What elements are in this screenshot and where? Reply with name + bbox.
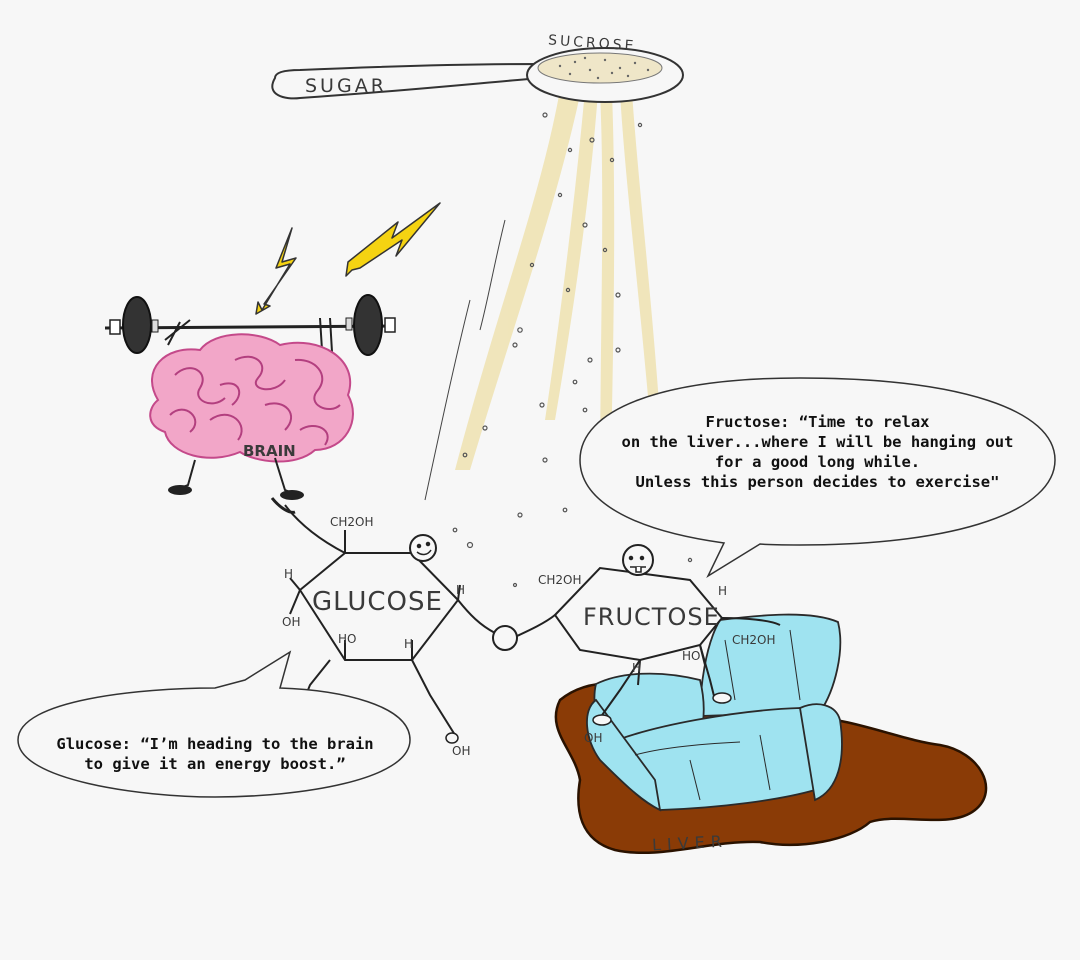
fructose-ch2oh-top: CH2OH xyxy=(538,573,582,587)
glucose-speech-line: Glucose: “I’m heading to the brain xyxy=(56,735,374,753)
barbell xyxy=(104,294,396,356)
fructose-labels: FRUCTOSE CH2OH H CH2OH H HO OH xyxy=(538,573,776,745)
lightning-bolt-icon xyxy=(255,202,441,315)
glucose-face xyxy=(416,541,432,556)
fructose-speech-line: Fructose: “Time to relax xyxy=(705,413,930,431)
glucose-speech-text: Glucose: “I’m heading to the brain to gi… xyxy=(30,734,400,774)
fructose-ch2oh-right: CH2OH xyxy=(732,633,776,647)
stream-strokes xyxy=(424,219,506,501)
fructose-label: FRUCTOSE xyxy=(583,603,720,631)
spoon-handle-label: SUGAR xyxy=(305,75,387,97)
fructose-speech-line: for a good long while. xyxy=(714,453,921,471)
sugar-stream xyxy=(455,90,660,500)
glucose-oh-left: OH xyxy=(282,615,300,629)
fructose-speech-text: Fructose: “Time to relax on the liver...… xyxy=(585,412,1050,492)
glucose-ch2oh: CH2OH xyxy=(330,515,374,529)
brain-label: BRAIN xyxy=(243,442,296,460)
fructose-face xyxy=(628,555,646,573)
glucose-speech-bubble xyxy=(17,650,411,798)
couch xyxy=(586,613,843,812)
glucose-molecule xyxy=(270,497,556,736)
fructose-h-bottom: H xyxy=(632,661,641,675)
glucose-speech-line: to give it an energy boost.” xyxy=(84,755,346,773)
glucose-h-right: H xyxy=(456,583,465,597)
glucose-h-left: H xyxy=(284,567,293,581)
fructose-speech-bubble xyxy=(579,377,1056,578)
spoon-bowl-label: SUCROSE xyxy=(548,32,637,54)
fructose-feet xyxy=(592,692,732,726)
fructose-speech-line: Unless this person decides to exercise" xyxy=(635,473,1000,491)
glucose-h-bottom: H xyxy=(404,637,413,651)
fructose-ho-bottom: HO xyxy=(682,649,700,663)
fructose-speech-line: on the liver...where I will be hanging o… xyxy=(621,433,1014,451)
glucose-oh-foot: OH xyxy=(452,744,470,758)
liver-label: LIVER xyxy=(652,832,729,855)
couch-folds xyxy=(634,629,801,801)
brain: BRAIN xyxy=(149,317,354,500)
fructose-oh-foot: OH xyxy=(584,731,602,745)
glucose-label: GLUCOSE xyxy=(312,587,443,617)
fructose-molecule xyxy=(553,544,781,719)
spoon: SUGAR SUCROSE xyxy=(271,32,684,103)
glucose-ho-bottom: HO xyxy=(338,632,356,646)
fructose-h-right: H xyxy=(718,584,727,598)
